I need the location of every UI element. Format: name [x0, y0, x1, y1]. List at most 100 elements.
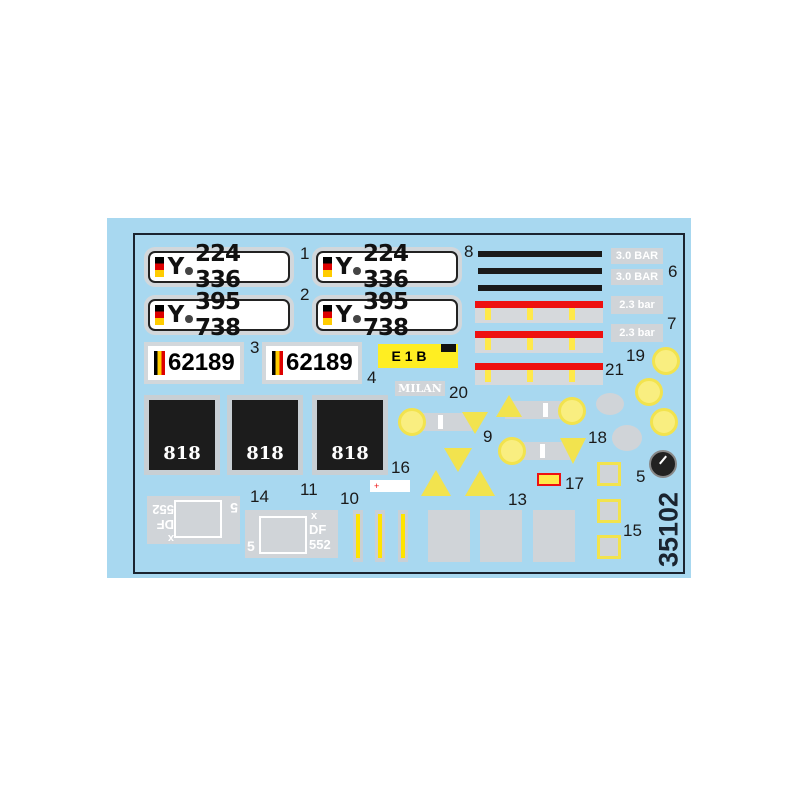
index-number: 17 — [565, 474, 584, 493]
index-number: 2 — [300, 285, 310, 304]
milan-decal: MILAN — [395, 381, 445, 396]
index-number: 13 — [508, 490, 527, 509]
license-plate-1a: Y 224 336 — [148, 241, 290, 293]
pressure-label: 3.0 BAR — [611, 248, 663, 264]
index-number: 10 — [340, 489, 359, 508]
sheet-border — [133, 233, 685, 574]
license-plate-1b: Y 224 336 — [316, 241, 458, 293]
index-number: 8 — [464, 242, 474, 261]
black-bar — [478, 268, 602, 274]
red-bar-decal — [475, 363, 603, 385]
plate-number: 224 336 — [362, 241, 409, 293]
pressure-label: 3.0 BAR — [611, 269, 663, 285]
plate-prefix: Y — [167, 302, 185, 328]
license-plate-2b: Y 395 738 — [316, 289, 458, 341]
gray-oval-marking — [612, 425, 642, 451]
yellow-triangle-up — [496, 395, 522, 417]
yellow-triangle-down — [444, 448, 472, 472]
yellow-circle-marking — [498, 437, 526, 465]
military-plate-4: 62189 — [266, 346, 358, 380]
german-flag-icon — [323, 305, 332, 325]
yellow-stripe — [375, 510, 385, 562]
index-number: 7 — [667, 314, 677, 333]
red-yellow-tag — [537, 473, 561, 486]
emblem-text: DF — [309, 522, 327, 537]
emblem-text: 5 — [247, 538, 255, 554]
plate-prefix: Y — [335, 302, 353, 328]
e1b-text: E 1 B — [391, 348, 427, 364]
belgian-flag-icon — [154, 351, 165, 375]
red-bar-decal — [475, 301, 603, 323]
eagle-icon — [353, 267, 361, 275]
yellow-marking-panel — [480, 510, 522, 562]
e1b-decal: E 1 B — [378, 344, 458, 368]
military-plate-3: 62189 — [148, 346, 240, 380]
emblem-text: DF — [156, 517, 174, 532]
index-number: 5 — [636, 467, 646, 486]
yellow-circle-marking — [635, 378, 663, 406]
yellow-square-marking — [597, 535, 621, 559]
yellow-square-marking — [597, 462, 621, 486]
plate-number: 395 738 — [362, 289, 409, 341]
index-number: 15 — [623, 521, 642, 540]
index-number: 4 — [367, 368, 377, 387]
yellow-marking-panel — [533, 510, 575, 562]
eagle-icon — [353, 315, 361, 323]
index-number: 14 — [250, 487, 269, 506]
emblem-text: x — [167, 532, 174, 544]
yellow-triangle-up — [465, 470, 495, 496]
red-bar-decal — [475, 331, 603, 353]
license-plate-2a: Y 395 738 — [148, 289, 290, 341]
index-number: 18 — [588, 428, 607, 447]
emblem-text: 552 — [309, 537, 331, 552]
pressure-label: 2.3 bar — [611, 324, 663, 342]
sheet-number: 35102 — [653, 491, 684, 568]
index-number: 20 — [449, 383, 468, 402]
yellow-circle-marking — [652, 347, 680, 375]
yellow-stripe — [398, 510, 408, 562]
yellow-circle-marking — [650, 408, 678, 436]
emblem-box-icon — [174, 500, 222, 538]
emblem-text: 552 — [152, 502, 174, 517]
number-818-box: 818 — [149, 400, 215, 470]
plate-number: 62189 — [286, 349, 353, 376]
german-flag-icon — [155, 257, 164, 277]
number-818-box: 818 — [232, 400, 298, 470]
yellow-circle-marking — [398, 408, 426, 436]
box-number: 818 — [163, 443, 201, 464]
index-number: 16 — [391, 458, 410, 477]
black-bar — [478, 251, 602, 257]
yellow-triangle-up — [421, 470, 451, 496]
flag-corner — [441, 344, 456, 352]
plate-number: 62189 — [168, 349, 235, 376]
unit-emblem: 5 x DF 552 — [245, 510, 338, 558]
number-818-box: 818 — [317, 400, 383, 470]
index-number: 3 — [250, 338, 260, 357]
unit-emblem-rotated: 5 x DF 552 — [147, 496, 240, 544]
index-number: 9 — [483, 427, 493, 446]
plate-prefix: Y — [335, 254, 353, 280]
plate-number: 224 336 — [194, 241, 241, 293]
yellow-square-marking — [597, 499, 621, 523]
emblem-box-icon — [259, 516, 307, 554]
german-flag-icon — [323, 257, 332, 277]
german-flag-icon — [155, 305, 164, 325]
yellow-circle-marking — [558, 397, 586, 425]
box-number: 818 — [331, 443, 369, 464]
small-red-cross-label: + — [370, 480, 410, 492]
index-number: 19 — [626, 346, 645, 365]
plate-prefix: Y — [167, 254, 185, 280]
index-number: 1 — [300, 244, 310, 263]
belgian-flag-icon — [272, 351, 283, 375]
yellow-stripe — [353, 510, 363, 562]
gauge-icon — [649, 450, 677, 478]
yellow-triangle-down — [560, 438, 586, 464]
marking-strip — [515, 442, 570, 460]
index-number: 11 — [300, 480, 318, 499]
black-bar — [478, 285, 602, 291]
eagle-icon — [185, 267, 193, 275]
yellow-marking-panel — [428, 510, 470, 562]
pressure-label: 2.3 bar — [611, 296, 663, 314]
plate-number: 395 738 — [194, 289, 241, 341]
eagle-icon — [185, 315, 193, 323]
